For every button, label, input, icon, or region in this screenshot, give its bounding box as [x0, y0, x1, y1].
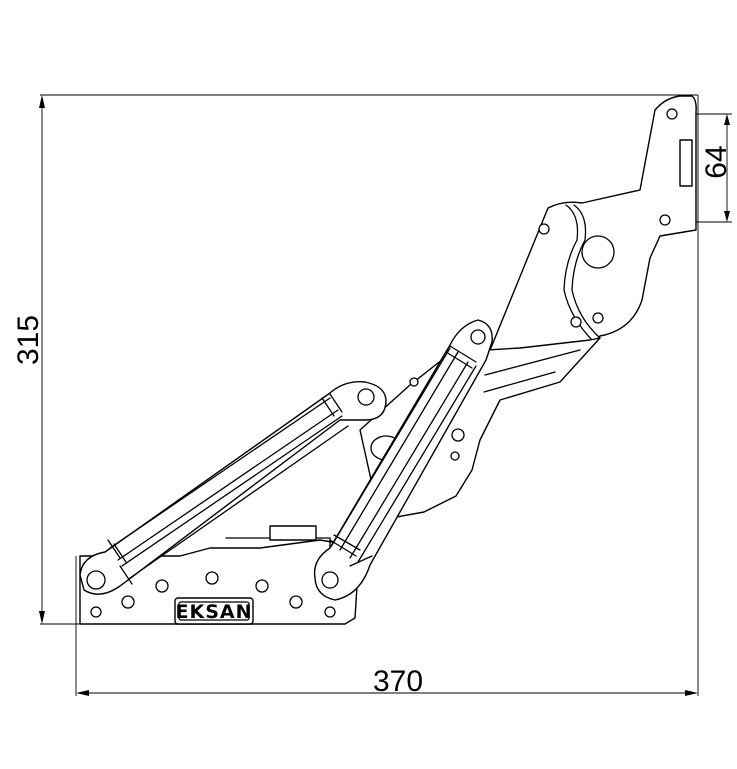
brand-label: EKSAN	[176, 601, 253, 623]
height-dimension-label: 315	[12, 315, 45, 365]
hole-spacing-dimension-label: 64	[700, 145, 733, 178]
right-gas-spring	[313, 319, 493, 601]
left-gas-spring	[79, 381, 387, 595]
top-mounting-arm	[485, 95, 697, 381]
width-dimension-label: 370	[373, 665, 423, 698]
brand-plate	[174, 597, 254, 625]
